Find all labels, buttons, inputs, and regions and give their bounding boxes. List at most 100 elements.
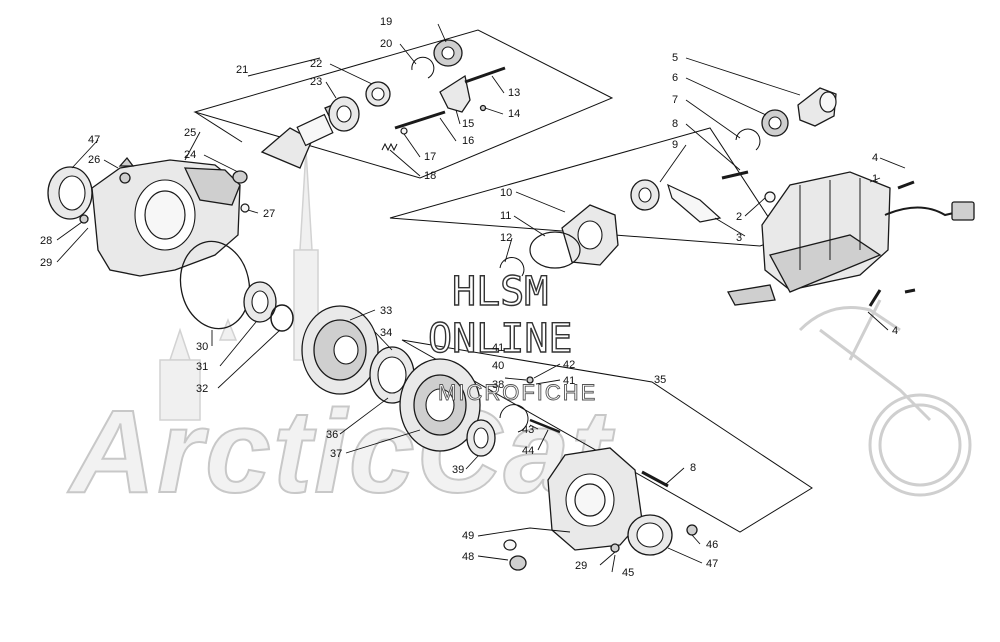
callout-labels: 19 20 22 23 21 13 14 15 16 17 18 47 26 2…: [40, 16, 898, 579]
callout-37: 37: [330, 448, 342, 460]
rod-16: [394, 110, 446, 130]
callout-42: 42: [563, 359, 575, 371]
plug-48: [509, 555, 527, 571]
callout-19: 19: [380, 16, 392, 28]
oring-27: [240, 203, 250, 213]
bolt-4-bottom: [868, 288, 916, 307]
callout-5: 5: [672, 52, 678, 64]
watermark-brand-logo: ArcticCat: [67, 386, 615, 518]
callout-4-bottom: 4: [892, 325, 898, 337]
bushing-24: [232, 170, 248, 184]
seal-39: [466, 419, 496, 457]
clip-20: [411, 56, 435, 79]
callout-46: 46: [706, 539, 718, 551]
shift-fork-15: [439, 74, 471, 113]
callout-39: 39: [452, 464, 464, 476]
spring-18: [381, 142, 398, 152]
pin-14: [479, 104, 487, 112]
watermark-text: HLSM ONLINE MICROFICHE: [427, 268, 597, 405]
callout-40: 40: [492, 360, 504, 372]
callout-16: 16: [462, 135, 474, 147]
bolt-41: [526, 376, 534, 384]
callout-47-right: 47: [706, 558, 718, 570]
washer-49: [503, 539, 517, 551]
callout-24: 24: [184, 149, 196, 161]
callout-48: 48: [462, 551, 474, 563]
callout-41-top: 41: [492, 342, 504, 354]
shaft-13: [464, 66, 506, 84]
clip-12: [499, 257, 525, 277]
callout-17: 17: [424, 151, 436, 163]
leader-lines: [56, 23, 906, 573]
callout-33: 33: [380, 305, 392, 317]
seal-47-right: [627, 514, 673, 556]
gasket-30: [179, 240, 251, 330]
cover-housing: [547, 447, 643, 551]
callout-34: 34: [380, 327, 392, 339]
callout-26: 26: [88, 154, 100, 166]
callout-1: 1: [872, 173, 878, 185]
ring-gear-33: [301, 305, 379, 395]
bolt-8-lower: [641, 470, 669, 488]
callout-22: 22: [310, 58, 322, 70]
bolt-28: [79, 214, 89, 224]
actuator-1: [726, 171, 975, 306]
callout-23: 23: [310, 76, 322, 88]
bolt-4-top: [897, 180, 915, 190]
callout-3: 3: [736, 232, 742, 244]
watermark-line-2: ONLINE: [428, 316, 573, 362]
callout-8-upper: 8: [672, 118, 678, 130]
callout-9: 9: [672, 139, 678, 151]
coupler-5: [797, 87, 837, 127]
callout-7: 7: [672, 94, 678, 106]
callout-32: 32: [196, 383, 208, 395]
oring-2: [764, 191, 776, 203]
callout-20: 20: [380, 38, 392, 50]
callout-27: 27: [263, 208, 275, 220]
callout-18: 18: [424, 170, 436, 182]
callout-29-right: 29: [575, 560, 587, 572]
callout-8-lower: 8: [690, 462, 696, 474]
seal-47-left: [47, 166, 93, 220]
callout-30: 30: [196, 341, 208, 353]
callout-11: 11: [500, 210, 511, 222]
callout-41-right: 41: [563, 375, 575, 387]
ring-32: [270, 304, 294, 332]
flange-37: [399, 358, 481, 452]
bearing-31: [243, 281, 277, 323]
plug-46: [686, 524, 698, 536]
watermark-line-1: HLSM: [452, 269, 548, 315]
callout-38: 38: [492, 379, 504, 391]
callout-6: 6: [672, 72, 678, 84]
ball-17: [400, 127, 408, 135]
callout-35: 35: [654, 374, 666, 386]
callout-13: 13: [508, 87, 520, 99]
seal-10: [561, 204, 619, 266]
callout-47-left: 47: [88, 134, 100, 146]
callout-43: 43: [522, 424, 534, 436]
watermark-line-3: MICROFICHE: [438, 380, 597, 405]
callout-14: 14: [508, 108, 520, 120]
callout-25: 25: [184, 127, 196, 139]
callout-49: 49: [462, 530, 474, 542]
seal-19: [433, 39, 463, 67]
callout-15: 15: [462, 118, 474, 130]
callout-44: 44: [522, 445, 534, 457]
main-housing-25: [91, 156, 241, 277]
callout-45: 45: [622, 567, 634, 579]
bearing-9: [630, 179, 660, 211]
callout-4-top: 4: [872, 152, 878, 164]
clip-38: [499, 404, 529, 433]
callout-28: 28: [40, 235, 52, 247]
seal-6: [761, 109, 789, 137]
callout-31: 31: [196, 361, 208, 373]
callout-36: 36: [326, 429, 338, 441]
callout-29-left: 29: [40, 257, 52, 269]
callout-12: 12: [500, 232, 512, 244]
callout-21: 21: [236, 64, 248, 76]
bracket-3: [667, 183, 722, 223]
callout-2: 2: [736, 211, 742, 223]
collar-22: [365, 81, 391, 107]
